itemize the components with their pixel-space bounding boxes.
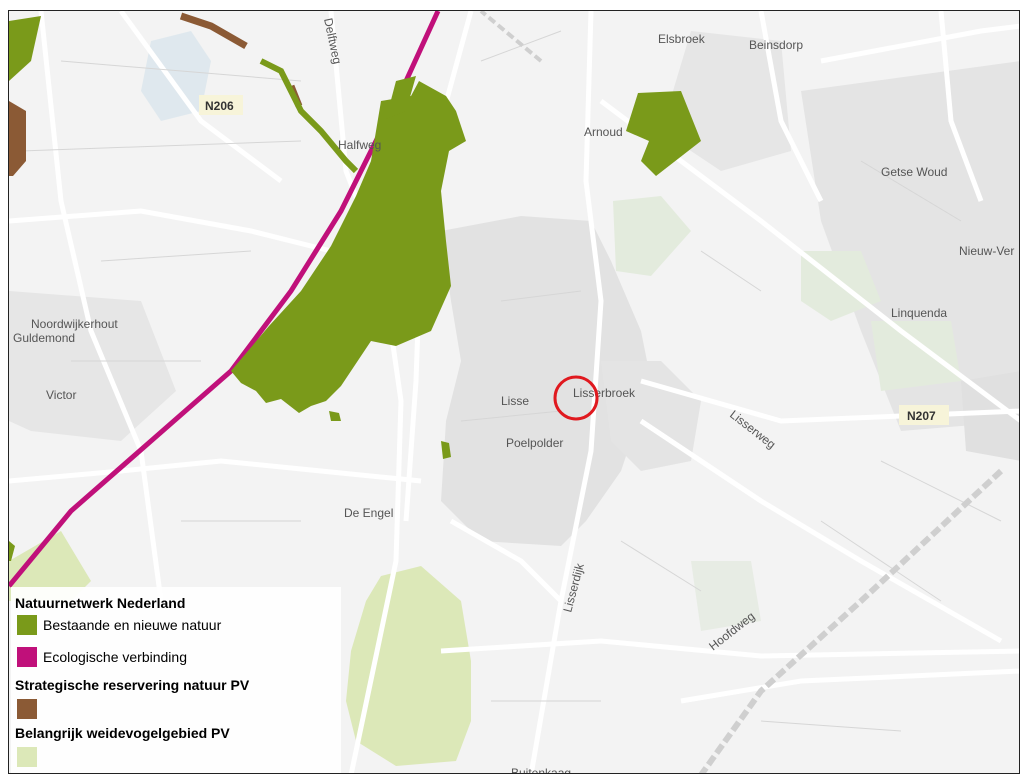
minor-roads xyxy=(20,30,1002,732)
place-label-lisse: Lisse xyxy=(501,394,529,408)
place-label-linquenda: Linquenda xyxy=(891,306,947,320)
place-label-buitenkaag: Buitenkaag xyxy=(511,766,571,774)
map-frame[interactable]: Elsbroek Beinsdorp Arnoud Getse Woud Nie… xyxy=(8,10,1020,774)
legend-label-natuur: Bestaande en nieuwe natuur xyxy=(43,617,222,633)
weidevogel-area xyxy=(346,566,471,766)
place-label-getse-woud: Getse Woud xyxy=(881,165,947,179)
place-label-beinsdorp: Beinsdorp xyxy=(749,38,803,52)
natuur-area-main xyxy=(231,81,466,413)
legend-title-natuurnetwerk: Natuurnetwerk Nederland xyxy=(15,595,186,611)
map-legend: Natuurnetwerk Nederland Bestaande en nie… xyxy=(11,587,341,773)
reservering-patch xyxy=(9,101,26,176)
place-label-arnoud: Arnoud xyxy=(584,125,623,139)
legend-swatch-natuur xyxy=(17,615,37,635)
legend-item-weidevogel xyxy=(17,747,43,767)
place-label-noordwijkerhout: Noordwijkerhout xyxy=(31,317,118,331)
road-label-n207: N207 xyxy=(907,409,936,423)
natuur-area xyxy=(9,16,41,81)
weidevogel-area xyxy=(9,531,91,601)
built-up-east xyxy=(961,371,1019,461)
place-label-lisserbroek: Lisserbroek xyxy=(573,386,636,400)
railway xyxy=(698,468,1004,773)
railway xyxy=(479,11,543,63)
place-label-guldemond: Guldemond xyxy=(13,331,75,345)
natuur-area xyxy=(441,441,451,459)
legend-item-natuur: Bestaande en nieuwe natuur xyxy=(17,615,221,635)
legend-item-reservering xyxy=(17,699,43,719)
reservering-strip xyxy=(179,12,248,50)
place-label-de-engel: De Engel xyxy=(344,506,393,520)
legend-swatch-reservering xyxy=(17,699,37,719)
legend-item-ecologisch: Ecologische verbinding xyxy=(17,647,187,667)
road-network xyxy=(9,11,1019,773)
natuur-area xyxy=(329,411,341,421)
place-label-halfweg: Halfweg xyxy=(338,138,381,152)
legend-swatch-weidevogel xyxy=(17,747,37,767)
park-patch xyxy=(613,196,691,276)
place-label-elsbroek: Elsbroek xyxy=(658,32,706,46)
park-patch xyxy=(871,321,961,391)
location-marker-circle[interactable] xyxy=(553,375,599,421)
legend-title-weidevogel: Belangrijk weidevogelgebied PV xyxy=(15,725,230,741)
road-label-n206: N206 xyxy=(205,99,234,113)
place-label-nieuw-ver: Nieuw-Ver xyxy=(959,244,1014,258)
natuur-area xyxy=(9,541,15,561)
place-label-victor: Victor xyxy=(46,388,76,402)
legend-swatch-ecologisch xyxy=(17,647,37,667)
built-up-noordwijkerhout xyxy=(9,291,176,441)
legend-label-ecologisch: Ecologische verbinding xyxy=(43,649,187,665)
road-shield-n206 xyxy=(199,95,243,115)
water-body xyxy=(141,31,211,121)
natuur-area-arnoud xyxy=(626,91,701,176)
natuur-area xyxy=(386,76,416,119)
road-shield-n207 xyxy=(899,405,949,425)
park-patch xyxy=(691,561,761,631)
place-label-poelpolder: Poelpolder xyxy=(506,436,563,450)
legend-title-reservering: Strategische reservering natuur PV xyxy=(15,677,250,693)
natuur-strip xyxy=(259,58,359,174)
